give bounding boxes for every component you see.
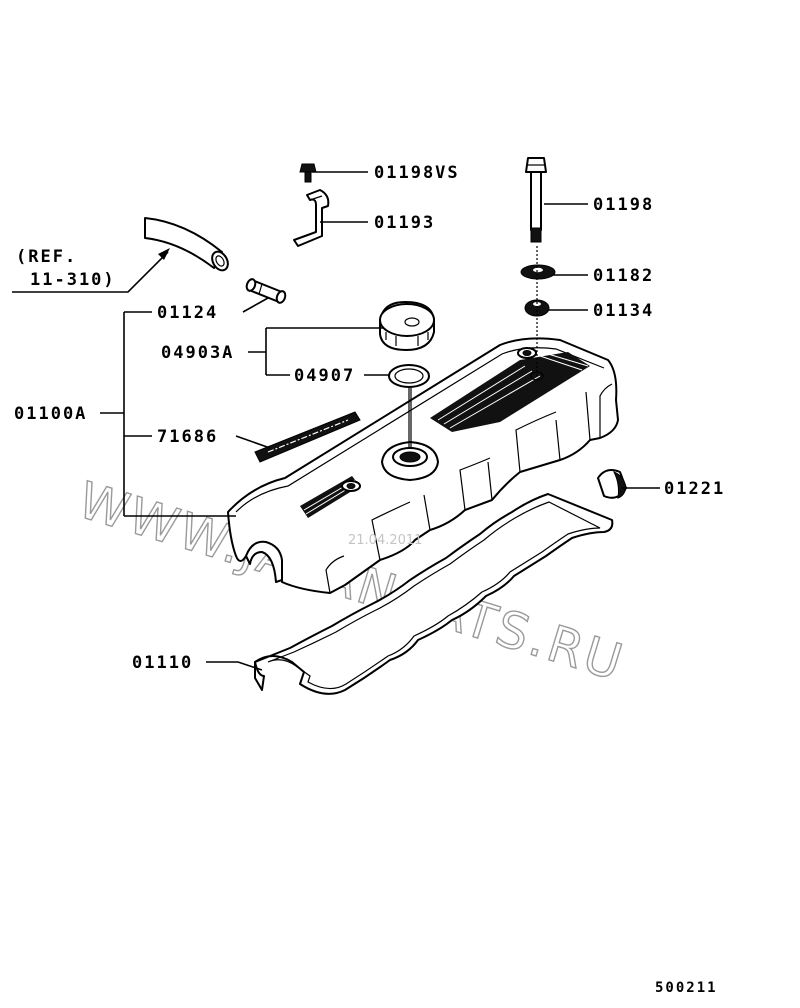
label-01198VS: 01198VS	[374, 163, 460, 183]
leader-lines	[12, 171, 660, 671]
label-01110: 01110	[132, 653, 193, 673]
washer	[520, 264, 556, 280]
watermark-stamp: 21.04.2011	[348, 533, 422, 548]
long-bolt	[525, 157, 547, 243]
label-01221: 01221	[664, 479, 725, 499]
bolt-small	[299, 163, 317, 183]
bracket	[293, 189, 330, 247]
valve-cover-gasket	[254, 493, 614, 695]
decal-plate	[254, 411, 361, 463]
label-ref-line1: (REF.	[16, 247, 77, 267]
label-01182: 01182	[593, 266, 654, 286]
valve-cover	[227, 337, 619, 594]
label-01134: 01134	[593, 301, 654, 321]
cam-plug	[597, 469, 627, 499]
union-nipple	[245, 278, 287, 304]
label-ref-line2: 11-310)	[30, 270, 116, 290]
oil-filler-cap	[379, 301, 435, 351]
label-04903A: 04903A	[161, 343, 234, 363]
callout-labels: (REF. 11-310) 01198VS 01193 01198 01182 …	[14, 163, 725, 996]
label-01124: 01124	[157, 303, 218, 323]
label-01198: 01198	[593, 195, 654, 215]
breather-hose	[144, 217, 229, 272]
label-04907: 04907	[294, 366, 355, 386]
label-71686: 71686	[157, 427, 218, 447]
diagram-code: 500211	[655, 980, 718, 996]
o-ring	[388, 364, 430, 388]
label-01193: 01193	[374, 213, 435, 233]
label-01100A: 01100A	[14, 404, 87, 424]
